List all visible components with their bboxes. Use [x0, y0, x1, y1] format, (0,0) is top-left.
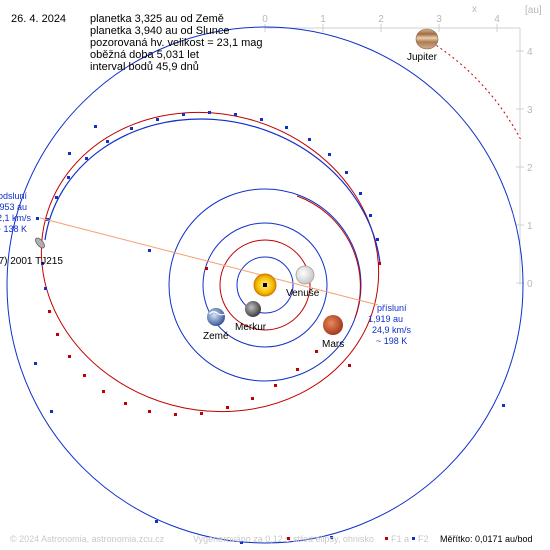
perihelion-temperature: ~ 198 K	[376, 336, 407, 346]
venus-icon	[295, 265, 315, 285]
apsidal-line	[39, 217, 379, 306]
perihelion-info: přísluní 1,919 au 24,9 km/s ~ 198 K	[368, 303, 412, 346]
y-tick-2: 2	[527, 163, 533, 174]
y-tick-3: 3	[527, 105, 533, 116]
legend-center-text: střed elipsy, ohnisko	[293, 534, 374, 544]
jupiter-label: Jupiter	[407, 52, 438, 63]
generated-text: Vygenerováno za 0,12 s	[193, 534, 290, 544]
mercury-icon	[245, 301, 261, 317]
jupiter-orbit	[6, 26, 524, 544]
info-earth-distance: planetka 3,325 au od Země	[90, 13, 224, 25]
aphelion-distance: 3,953 au	[0, 202, 27, 212]
copyright-text: © 2024 Astronomia, astronomia.zcu.cz	[10, 534, 165, 544]
asteroid-orbit-points-red	[48, 262, 381, 416]
x-tick-0: 0	[262, 14, 268, 25]
scale-text: Měřítko: 0,0171 au/bod	[440, 534, 533, 544]
earth-label: Země	[203, 331, 229, 342]
asteroid-orbit-points	[41, 111, 379, 290]
asteroid-orbit	[40, 111, 381, 413]
info-panel: planetka 3,325 au od Země planetka 3,940…	[90, 13, 263, 73]
asteroid-label: (23897) 2001 TJ215	[0, 256, 63, 267]
y-tick-1: 1	[527, 221, 533, 232]
footer: © 2024 Astronomia, astronomia.zcu.cz Vyg…	[10, 534, 533, 544]
info-magnitude: pozorovaná hv. velikost = 23,1 mag	[90, 37, 263, 49]
mars-orbit-ahead	[296, 195, 361, 319]
date-label: 26. 4. 2024	[11, 13, 67, 25]
info-period: oběžná doba 5,031 let	[90, 49, 199, 61]
perihelion-distance: 1,919 au	[368, 314, 403, 324]
ellipse-center-marker	[148, 249, 151, 252]
venus-orbit	[219, 239, 311, 331]
aphelion-speed: 12,1 km/s	[0, 213, 31, 223]
jupiter-icon	[415, 28, 439, 50]
mars-orbit	[168, 188, 362, 382]
x-axis-ticks	[264, 24, 498, 32]
mercury-label: Merkur	[235, 322, 267, 333]
x-tick-1: 1	[320, 14, 326, 25]
sun-focus-marker	[263, 283, 267, 287]
jupiter-orbit-points	[34, 125, 505, 544]
info-point-interval: interval bodů 45,9 dnů	[90, 61, 199, 73]
x-tick-4: 4	[494, 14, 500, 25]
y-axis-unit: [au]	[525, 5, 542, 16]
legend-f1-text: F1 a	[391, 534, 409, 544]
x-axis-unit: x	[472, 4, 477, 15]
asteroid-icon	[35, 237, 45, 249]
earth-orbit	[202, 222, 328, 348]
mars-label: Mars	[322, 339, 344, 350]
perihelion-speed: 24,9 km/s	[372, 325, 412, 335]
legend-f2-marker	[412, 537, 415, 540]
y-tick-4: 4	[527, 47, 533, 58]
legend-f2-text: F2	[418, 534, 429, 544]
x-tick-3: 3	[436, 14, 442, 25]
x-tick-2: 2	[378, 14, 384, 25]
mercury-orbit	[236, 256, 294, 314]
axes	[265, 27, 521, 285]
mars-icon	[323, 315, 343, 335]
perihelion-title: přísluní	[377, 303, 407, 313]
focus-marker	[205, 267, 208, 270]
legend-center-marker	[287, 537, 290, 540]
jupiter-orbit-ahead	[427, 39, 522, 141]
legend-f1-marker	[385, 537, 388, 540]
aphelion-temperature: ~ 138 K	[0, 224, 27, 234]
y-tick-0: 0	[527, 279, 533, 290]
aphelion-title: odsluní	[0, 191, 27, 201]
info-sun-distance: planetka 3,940 au od Slunce	[90, 25, 230, 37]
earth-icon	[207, 308, 225, 326]
aphelion-info: odsluní 3,953 au 12,1 km/s ~ 138 K	[0, 191, 31, 234]
venus-label: Venuše	[286, 288, 320, 299]
